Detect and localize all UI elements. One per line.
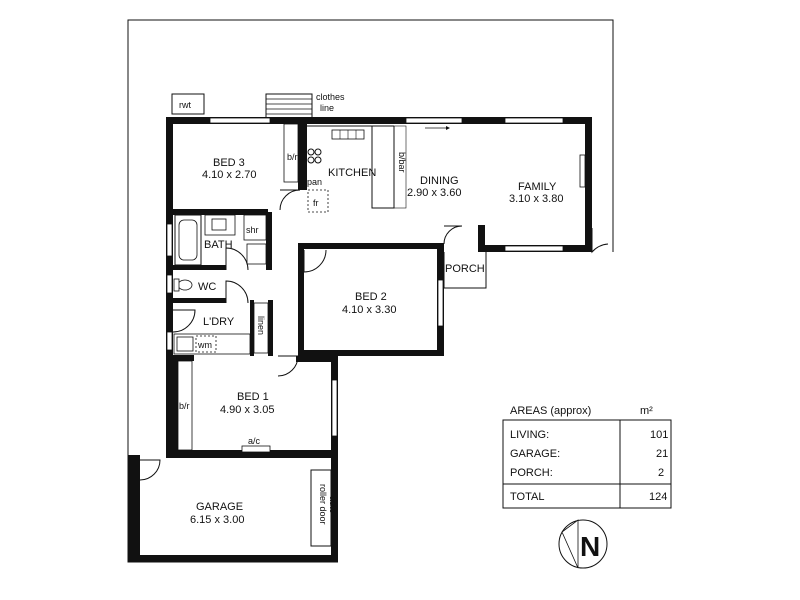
bir-bed3-label: b/r (287, 152, 298, 162)
robe-bed3 (283, 123, 299, 183)
bbar-label: b/bar (397, 152, 407, 173)
clothes-line (265, 93, 313, 119)
room-garage-dims: 6.15 x 3.00 (190, 514, 244, 526)
room-ldry-name: L'DRY (203, 316, 235, 328)
vanity (204, 214, 236, 236)
rainwater-tank (171, 93, 205, 115)
window-family-top (504, 117, 564, 124)
cooktop (307, 148, 322, 164)
areas-table: AREAS (approx) m² LIVING: 101 GARAGE: 21… (502, 405, 672, 509)
roller-door (310, 469, 332, 547)
linen-cupboard (253, 302, 269, 354)
area-row-garage-value: 21 (656, 448, 668, 460)
bathtub-inner (178, 219, 198, 261)
linen-label: linen (256, 316, 266, 335)
area-total-value: 124 (649, 491, 667, 503)
areas-unit: m² (640, 405, 653, 417)
room-dining-dims: 2.90 x 3.60 (407, 187, 461, 199)
roller-door-label-2: roller door (318, 484, 328, 525)
room-bed3-dims: 4.10 x 2.70 (202, 169, 256, 181)
room-dining-name: DINING (420, 175, 459, 187)
clothes-line-label-1: clothes (316, 92, 345, 102)
interior-walls (166, 124, 307, 356)
window-bed3 (209, 117, 271, 124)
window-family-right (579, 154, 586, 188)
areas-title: AREAS (approx) (510, 405, 591, 417)
area-row-porch-value: 2 (658, 467, 664, 479)
sliding-door-arrowhead (446, 126, 450, 130)
window-bed2 (437, 279, 444, 327)
ac-label: a/c (248, 436, 261, 446)
room-bath-name: BATH (204, 239, 233, 251)
area-row-living-value: 101 (650, 429, 668, 441)
shr-label: shr (246, 225, 259, 235)
shower (243, 214, 267, 241)
ac-unit (241, 445, 271, 453)
clothes-line-label-2: line (320, 103, 334, 113)
room-bed3-name: BED 3 (213, 157, 245, 169)
bir-bed1-label: b/r (179, 401, 190, 411)
laundry-bench (173, 333, 251, 355)
window-ldry (166, 331, 173, 351)
fridge-space (307, 189, 329, 213)
north-letter: N (580, 531, 600, 562)
site-boundary (127, 19, 614, 456)
porch-outline (443, 252, 487, 289)
breakfast-bar (393, 125, 407, 209)
window-bed1 (331, 379, 338, 437)
room-garage-name: GARAGE (196, 501, 243, 513)
roller-door-label-1: auto (328, 496, 338, 514)
rwt-label: rwt (179, 100, 191, 110)
toilet-cistern (173, 278, 180, 292)
area-row-porch-label: PORCH: (510, 467, 553, 479)
room-bed2-dims: 4.10 x 3.30 (342, 304, 396, 316)
room-bed1-dims: 4.90 x 3.05 (220, 404, 274, 416)
washing-machine (195, 335, 217, 353)
room-bed2-name: BED 2 (355, 291, 387, 303)
room-kitchen-name: KITCHEN (328, 167, 376, 179)
window-kitchen (405, 117, 463, 124)
toilet (177, 279, 193, 291)
wm-label: wm (197, 340, 212, 350)
basin (211, 218, 227, 231)
window-wc (166, 274, 173, 294)
room-porch-name: PORCH (445, 263, 485, 275)
window-bath (166, 223, 173, 257)
doors (139, 189, 609, 481)
fridge-label: fr (313, 198, 319, 208)
area-row-living-label: LIVING: (510, 429, 549, 441)
laundry-trough (176, 336, 194, 352)
window-family-bottom (504, 245, 564, 252)
room-bed1-name: BED 1 (237, 391, 269, 403)
shower-screen (246, 243, 267, 265)
robe-bed1 (177, 360, 193, 451)
room-family-dims: 3.10 x 3.80 (509, 193, 563, 205)
room-wc-name: WC (198, 281, 216, 293)
pan-label: pan (307, 177, 322, 187)
area-row-garage-label: GARAGE: (510, 448, 560, 460)
area-total-label: TOTAL (510, 491, 544, 503)
north-arrow: N (558, 519, 608, 569)
room-family-name: FAMILY (518, 181, 557, 193)
